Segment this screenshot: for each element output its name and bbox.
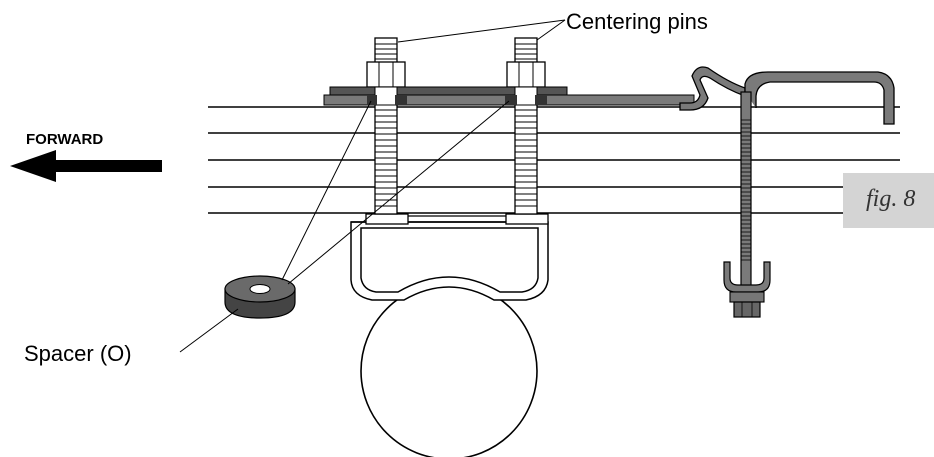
figure-tab <box>843 173 934 228</box>
nut-left <box>366 61 406 88</box>
centering-pins-label: Centering pins <box>566 9 708 34</box>
u-clip <box>723 261 771 293</box>
seat-pad-left <box>365 213 409 225</box>
forward-label: FORWARD <box>26 131 103 148</box>
spacer-label: Spacer (O) <box>24 341 132 366</box>
figure-label: fig. 8 <box>866 186 915 212</box>
j-hook-rod <box>744 71 895 125</box>
forward-arrow <box>10 150 162 182</box>
axle-tube <box>360 282 538 457</box>
leader-lines <box>179 19 566 353</box>
spacer-washer <box>224 275 296 319</box>
leaf-spring <box>208 106 900 214</box>
seat-pad-right <box>505 213 549 225</box>
hanger-bolt <box>740 91 752 303</box>
hook-bracket <box>679 66 746 111</box>
hanger-nut <box>733 301 761 318</box>
nut-right <box>506 61 546 88</box>
